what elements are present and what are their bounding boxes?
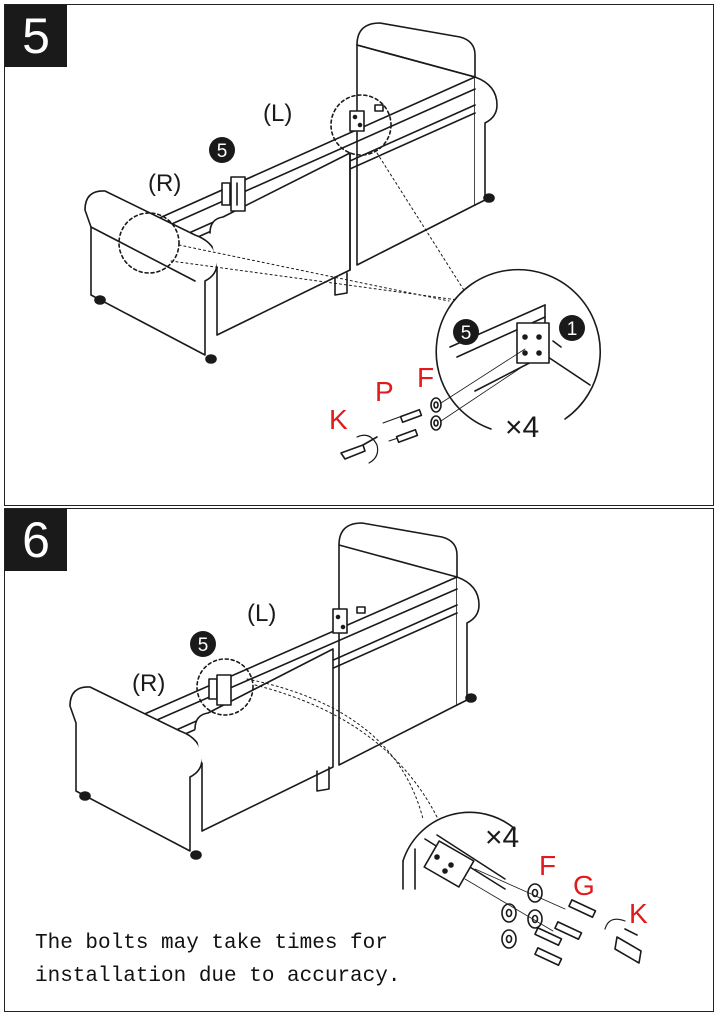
label-bolt-G: G <box>573 870 595 901</box>
label-washer-F: F <box>417 362 434 393</box>
part-badge-5 <box>190 631 216 657</box>
part-badge-5-text: 5 <box>198 635 209 656</box>
hardware-bolts <box>382 348 526 444</box>
step-6-illustration: 5 (L) (R) ×4 F G K <box>69 522 648 967</box>
sofa-arm-right <box>69 686 203 860</box>
label-right: (R) <box>148 170 181 197</box>
step-number-badge: 6 <box>5 509 67 571</box>
sofa-arm-left <box>456 576 480 706</box>
label-wrench-K: K <box>629 898 648 929</box>
allen-wrench-icon <box>340 434 379 464</box>
label-left: (L) <box>263 100 292 127</box>
zoom-detail <box>435 268 601 430</box>
center-bracket <box>208 674 232 706</box>
back-bracket <box>332 606 366 634</box>
allen-wrench-icon <box>604 918 642 964</box>
zoom-detail <box>402 811 516 890</box>
installation-note: The bolts may take times for installatio… <box>35 927 400 993</box>
sofa-arm-right <box>84 190 218 364</box>
label-right: (R) <box>132 670 165 697</box>
sofa-arm-left <box>474 76 498 206</box>
part-badge-5 <box>209 137 235 163</box>
step-5-panel: 5 <box>4 4 714 506</box>
hardware-washers <box>501 883 543 949</box>
part-badge-5b <box>453 319 479 345</box>
label-bolt-P: P <box>375 376 394 407</box>
label-wrench-K: K <box>329 404 348 435</box>
part-badge-1 <box>559 315 585 341</box>
quantity-label: ×4 <box>505 411 539 444</box>
sofa-front-panel <box>209 152 351 336</box>
sofa-back <box>356 22 476 266</box>
label-washer-F: F <box>539 850 556 881</box>
detail-circle <box>196 658 254 716</box>
callout-lines <box>170 152 468 302</box>
center-bracket <box>221 176 246 212</box>
callout-lines <box>246 678 440 822</box>
part-badge-5b-text: 5 <box>461 323 472 344</box>
step-5-illustration: 5 5 1 (L) (R) P F K ×4 <box>84 22 601 464</box>
step-6-panel: 6 <box>4 508 714 1012</box>
note-line-2: installation due to accuracy. <box>35 965 401 988</box>
detail-circle-left <box>330 94 392 156</box>
hardware-bolts <box>464 868 597 967</box>
note-line-1: The bolts may take times for <box>35 932 388 955</box>
part-badge-1-text: 1 <box>567 319 578 340</box>
sofa-front-panel <box>194 648 334 832</box>
step-number-badge: 5 <box>5 5 67 67</box>
back-bracket <box>349 104 384 132</box>
quantity-label: ×4 <box>485 821 519 854</box>
part-badge-5-text: 5 <box>217 141 228 162</box>
detail-circle-right <box>118 212 180 274</box>
label-left: (L) <box>247 600 276 627</box>
